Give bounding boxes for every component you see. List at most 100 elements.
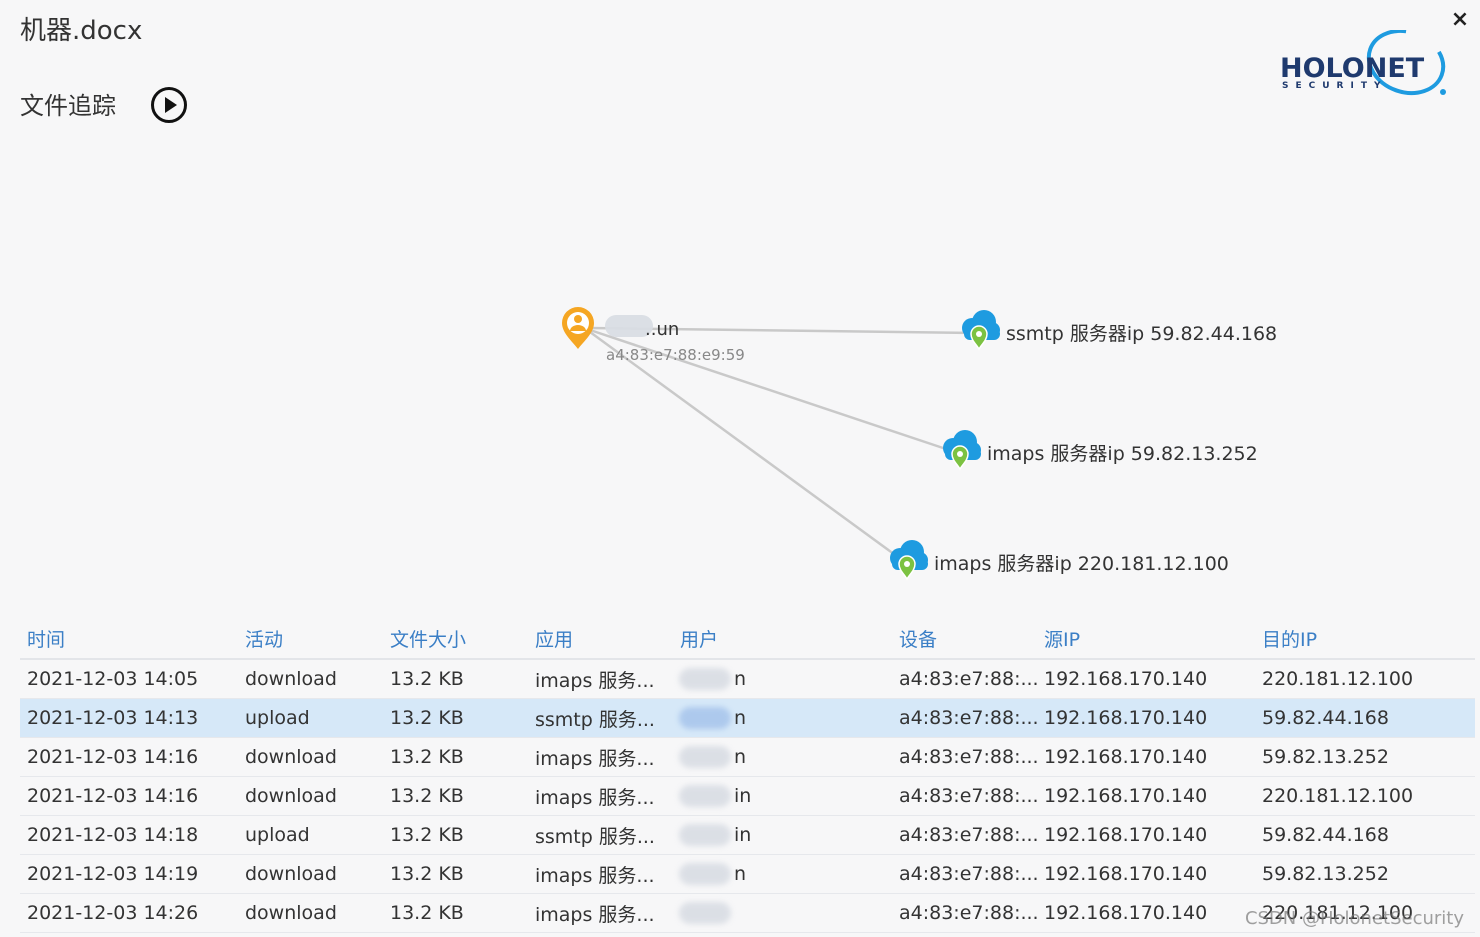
redacted-user-mask xyxy=(679,707,731,729)
user-text: n xyxy=(734,707,747,729)
cell-device[interactable]: a4:83:e7:88:... xyxy=(892,854,1037,894)
cell-activity: download xyxy=(238,893,383,933)
cell-time: 2021-12-03 14:05 xyxy=(20,659,238,699)
cell-dst-ip: 220.181.12.100 xyxy=(1255,893,1475,933)
tracking-graph: ..un a4:83:e7:88:e9:59 ssmtp 服务器ip 59.82… xyxy=(562,307,1277,581)
cell-app[interactable]: imaps 服务... xyxy=(528,776,673,816)
cell-size: 13.2 KB xyxy=(383,854,528,894)
target-node-imaps-220[interactable]: imaps 服务器ip 220.181.12.100 xyxy=(890,540,1229,581)
cell-user[interactable] xyxy=(673,893,892,933)
target-node-ssmtp-44[interactable]: ssmtp 服务器ip 59.82.44.168 xyxy=(962,310,1277,351)
cell-size: 13.2 KB xyxy=(383,698,528,738)
redacted-user-mask xyxy=(679,746,731,768)
cell-activity: upload xyxy=(238,698,383,738)
col-header-app[interactable]: 应用 xyxy=(528,618,673,660)
cell-device[interactable]: a4:83:e7:88:... xyxy=(892,893,1037,933)
target-label: imaps 服务器ip 59.82.13.252 xyxy=(987,443,1258,465)
cell-device[interactable]: a4:83:e7:88:... xyxy=(892,659,1037,699)
cloud-server-icon xyxy=(890,540,928,581)
cell-src-ip: 192.168.170.140 xyxy=(1037,737,1255,777)
cell-size: 13.2 KB xyxy=(383,737,528,777)
cell-time: 2021-12-03 14:18 xyxy=(20,815,238,855)
cell-activity: download xyxy=(238,737,383,777)
cell-size: 13.2 KB xyxy=(383,893,528,933)
cell-time: 2021-12-03 14:16 xyxy=(20,776,238,816)
cell-user[interactable]: n xyxy=(673,698,892,738)
cell-dst-ip: 59.82.13.252 xyxy=(1255,737,1475,777)
cell-time: 2021-12-03 14:16 xyxy=(20,737,238,777)
cell-user[interactable]: n xyxy=(673,659,892,699)
cloud-server-icon xyxy=(943,430,981,471)
cell-app[interactable]: imaps 服务... xyxy=(528,854,673,894)
cell-activity: download xyxy=(238,776,383,816)
logo-sub-text: SECURITY xyxy=(1282,81,1387,91)
cell-time: 2021-12-03 14:13 xyxy=(20,698,238,738)
col-header-device[interactable]: 设备 xyxy=(892,618,1037,660)
cell-device[interactable]: a4:83:e7:88:... xyxy=(892,815,1037,855)
cell-time: 2021-12-03 14:26 xyxy=(20,893,238,933)
user-text: in xyxy=(734,824,752,846)
cell-size: 13.2 KB xyxy=(383,659,528,699)
cell-device[interactable]: a4:83:e7:88:... xyxy=(892,737,1037,777)
cell-app[interactable]: ssmtp 服务... xyxy=(528,815,673,855)
redacted-user-mask xyxy=(679,902,731,924)
logo-main-text: HOLONET xyxy=(1280,53,1425,84)
cell-device[interactable]: a4:83:e7:88:... xyxy=(892,698,1037,738)
col-header-activity[interactable]: 活动 xyxy=(238,618,383,660)
target-node-imaps-13[interactable]: imaps 服务器ip 59.82.13.252 xyxy=(943,430,1258,471)
cell-user[interactable]: n xyxy=(673,737,892,777)
close-button[interactable]: × xyxy=(1450,7,1470,32)
cell-app[interactable]: imaps 服务... xyxy=(528,659,673,699)
target-label: imaps 服务器ip 220.181.12.100 xyxy=(934,553,1229,575)
user-text: n xyxy=(734,746,747,768)
cloud-server-icon xyxy=(962,310,1000,351)
cell-src-ip: 192.168.170.140 xyxy=(1037,854,1255,894)
cell-user[interactable]: in xyxy=(673,815,892,855)
col-header-size[interactable]: 文件大小 xyxy=(383,618,528,660)
user-text: n xyxy=(734,863,747,885)
cell-time: 2021-12-03 14:19 xyxy=(20,854,238,894)
cell-activity: download xyxy=(238,854,383,894)
user-text: n xyxy=(734,668,747,690)
cell-activity: download xyxy=(238,659,383,699)
cell-user[interactable]: in xyxy=(673,776,892,816)
watermark: CSDN @HolonetSecurity xyxy=(1244,908,1464,929)
redacted-user-mask xyxy=(679,668,731,690)
redacted-user-mask xyxy=(679,785,731,807)
cell-src-ip: 192.168.170.140 xyxy=(1037,893,1255,933)
user-text: in xyxy=(734,785,752,807)
col-header-dst-ip[interactable]: 目的IP xyxy=(1255,618,1475,660)
col-header-user[interactable]: 用户 xyxy=(673,618,892,660)
window-title: 机器.docx xyxy=(20,16,143,46)
source-mac: a4:83:e7:88:e9:59 xyxy=(606,346,745,364)
cell-app[interactable]: imaps 服务... xyxy=(528,737,673,777)
play-icon[interactable] xyxy=(150,86,188,124)
col-header-src-ip[interactable]: 源IP xyxy=(1037,618,1255,660)
cell-dst-ip: 220.181.12.100 xyxy=(1255,776,1475,816)
col-header-time[interactable]: 时间 xyxy=(20,618,238,660)
cell-device[interactable]: a4:83:e7:88:... xyxy=(892,776,1037,816)
edge-imaps-13 xyxy=(589,328,956,454)
redacted-user-mask xyxy=(679,824,731,846)
cell-app[interactable]: imaps 服务... xyxy=(528,893,673,933)
events-table: 时间 活动 文件大小 应用 用户 设备 源IP 目的IP 2021-12-03 … xyxy=(20,618,1475,933)
cell-dst-ip: 220.181.12.100 xyxy=(1255,659,1475,699)
cell-src-ip: 192.168.170.140 xyxy=(1037,776,1255,816)
cell-app[interactable]: ssmtp 服务... xyxy=(528,698,673,738)
cell-src-ip: 192.168.170.140 xyxy=(1037,698,1255,738)
cell-size: 13.2 KB xyxy=(383,815,528,855)
cell-activity: upload xyxy=(238,815,383,855)
holonet-logo: HOLONET SECURITY xyxy=(1280,30,1446,96)
cell-src-ip: 192.168.170.140 xyxy=(1037,659,1255,699)
source-node[interactable]: ..un a4:83:e7:88:e9:59 xyxy=(562,307,745,364)
cell-size: 13.2 KB xyxy=(383,776,528,816)
graph-edges xyxy=(589,326,976,562)
cell-user[interactable]: n xyxy=(673,854,892,894)
